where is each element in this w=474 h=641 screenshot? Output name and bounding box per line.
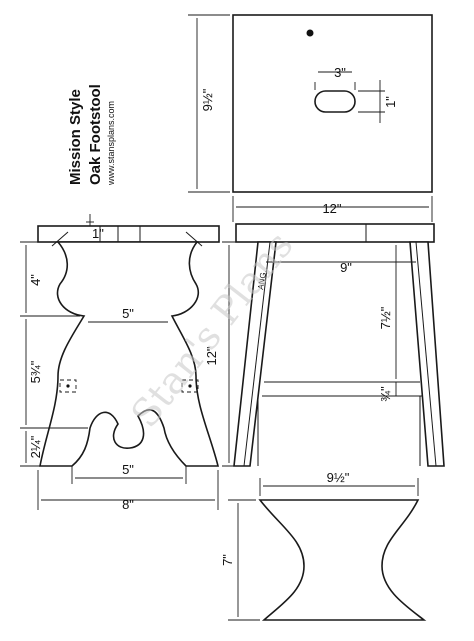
leg-profile [39, 241, 220, 467]
stretcher-height-label: 7" [220, 554, 235, 566]
stretcher-outline [258, 499, 427, 621]
overall-height-label: 12" [204, 346, 219, 365]
title-block: Mission Style Oak Footstool www.stanspla… [67, 84, 116, 186]
stretcher-length-label: 9" [340, 260, 352, 275]
slot-width-label: 1" [383, 96, 398, 108]
foot-height-label: 2¼" [28, 435, 43, 458]
slot-length-label: 3" [334, 65, 346, 80]
title-line-1: Mission Style [67, 89, 84, 185]
seat-length-label: 12" [322, 201, 341, 216]
right-leg [409, 241, 445, 467]
side-seat-board [235, 223, 435, 243]
seat-depth-label: 9½" [200, 88, 215, 111]
foot-span-label: 5" [122, 462, 134, 477]
leg-width-label: 8" [122, 497, 134, 512]
side-view: 9" ANG. 7½" ¾" [233, 223, 445, 467]
waist-width-label: 5" [122, 306, 134, 321]
stretcher-plan-view: 9½" 7" [220, 470, 427, 621]
website-url: www.stansplans.com [106, 101, 116, 186]
top-thickness-label: 1" [92, 226, 104, 241]
seat-top-view: 3" 1" 9½" 12" [188, 14, 433, 222]
title-line-2: Oak Footstool [87, 84, 104, 185]
mid-height-label: 5¾" [28, 360, 43, 383]
stretcher-depth-label: ¾" [378, 386, 393, 402]
screw-hole [306, 29, 314, 37]
hand-slot [314, 90, 356, 113]
upper-height-label: 4" [28, 274, 43, 286]
angle-label: ANG. [256, 270, 268, 291]
leg-height-label: 7½" [378, 306, 393, 329]
stretcher-width-label: 9½" [327, 470, 350, 485]
leg-end-view: 1" 4" 5¾" 2¼" 5" 12" 5" 8" [20, 214, 240, 512]
